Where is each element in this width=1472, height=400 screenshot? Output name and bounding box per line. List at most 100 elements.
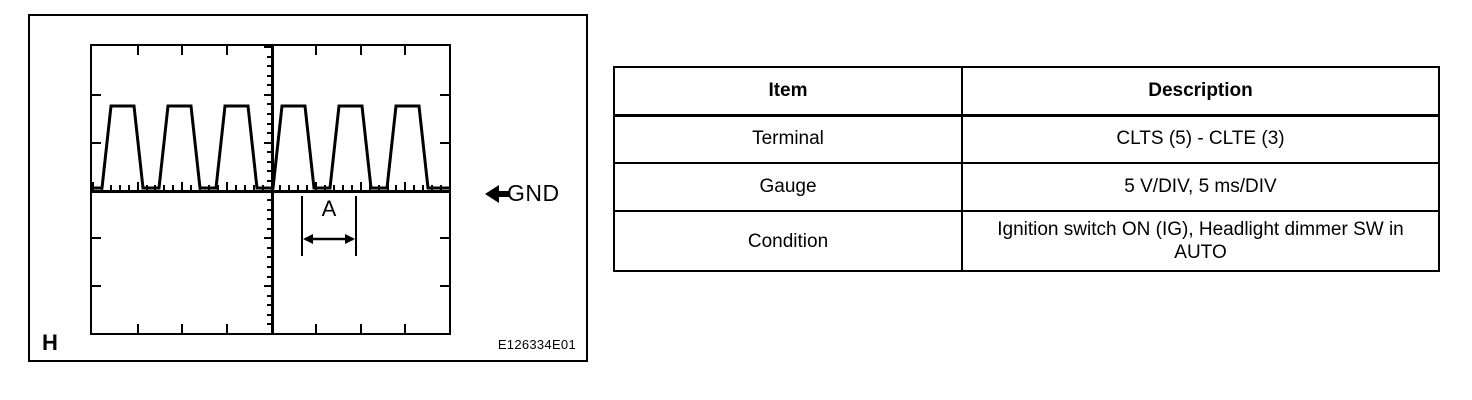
grid-tick-top bbox=[404, 46, 406, 55]
axis-fine-tick-x bbox=[235, 185, 237, 190]
axis-fine-tick-x bbox=[413, 185, 415, 190]
axis-fine-tick-x bbox=[440, 185, 442, 190]
table-row: Terminal CLTS (5) - CLTE (3) bbox=[613, 114, 1440, 164]
axis-fine-tick-x bbox=[351, 185, 353, 190]
axis-fine-tick-x bbox=[360, 182, 362, 190]
cell-item-terminal: Terminal bbox=[613, 114, 963, 164]
axis-fine-tick-x bbox=[288, 185, 290, 190]
axis-fine-tick-y bbox=[267, 170, 273, 172]
axis-fine-tick-y bbox=[267, 113, 273, 115]
left-arrow-icon bbox=[485, 184, 509, 203]
axis-fine-tick-x bbox=[422, 185, 424, 190]
grid-tick-left bbox=[92, 237, 101, 239]
axis-fine-tick-x bbox=[226, 182, 228, 190]
axis-fine-tick-y bbox=[267, 247, 273, 249]
grid-tick-right bbox=[440, 285, 449, 287]
axis-fine-tick-x bbox=[190, 185, 192, 190]
axis-fine-tick-x bbox=[395, 185, 397, 190]
grid-tick-bottom bbox=[315, 324, 317, 333]
period-left-boundary bbox=[301, 196, 303, 256]
axis-fine-tick-y bbox=[267, 304, 273, 306]
grid-tick-bottom bbox=[404, 324, 406, 333]
axis-fine-tick-x bbox=[387, 185, 389, 190]
axis-fine-tick-x bbox=[279, 185, 281, 190]
axis-fine-tick-y bbox=[267, 218, 273, 220]
axis-fine-tick-x bbox=[378, 185, 380, 190]
grid-tick-right bbox=[440, 142, 449, 144]
axis-fine-tick-y bbox=[267, 75, 273, 77]
grid-tick-top bbox=[181, 46, 183, 55]
axis-fine-tick-y bbox=[267, 323, 273, 325]
axis-fine-tick-y bbox=[267, 180, 273, 182]
axis-fine-tick-x bbox=[163, 185, 165, 190]
grid-tick-bottom bbox=[226, 324, 228, 333]
period-right-boundary bbox=[355, 196, 357, 256]
axis-fine-tick-x bbox=[306, 185, 308, 190]
grid-tick-top bbox=[360, 46, 362, 55]
axis-fine-tick-x bbox=[146, 185, 148, 190]
axis-fine-tick-y bbox=[267, 123, 273, 125]
axis-fine-tick-x bbox=[101, 185, 103, 190]
axis-fine-tick-x bbox=[217, 185, 219, 190]
axis-fine-tick-x bbox=[128, 185, 130, 190]
period-annotation: A bbox=[301, 196, 357, 256]
axis-fine-tick-x bbox=[92, 182, 94, 190]
axis-fine-tick-y bbox=[264, 285, 273, 287]
axis-fine-tick-x bbox=[449, 182, 451, 190]
axis-fine-tick-y bbox=[267, 151, 273, 153]
axis-fine-tick-x bbox=[208, 185, 210, 190]
axis-fine-tick-y bbox=[267, 65, 273, 67]
grid-tick-bottom bbox=[137, 324, 139, 333]
cell-description-condition: Ignition switch ON (IG), Headlight dimme… bbox=[961, 209, 1440, 273]
axis-fine-tick-y bbox=[264, 333, 273, 335]
axis-fine-tick-x bbox=[110, 185, 112, 190]
axis-fine-tick-y bbox=[264, 142, 273, 144]
grid-tick-right bbox=[440, 190, 449, 192]
cell-item-condition: Condition bbox=[613, 209, 963, 273]
grid-tick-left bbox=[92, 142, 101, 144]
axis-fine-tick-x bbox=[137, 182, 139, 190]
axis-fine-tick-x bbox=[262, 185, 264, 190]
axis-fine-tick-y bbox=[264, 237, 273, 239]
oscilloscope-figure-panel: A GND H E126334E01 bbox=[28, 14, 588, 362]
cell-item-gauge: Gauge bbox=[613, 162, 963, 212]
grid-tick-bottom bbox=[360, 324, 362, 333]
axis-fine-tick-x bbox=[431, 185, 433, 190]
axis-fine-tick-x bbox=[172, 185, 174, 190]
gnd-marker: GND bbox=[485, 182, 560, 205]
period-label: A bbox=[321, 196, 337, 221]
axis-fine-tick-y bbox=[267, 161, 273, 163]
period-double-arrow-icon bbox=[303, 234, 355, 244]
axis-fine-tick-x bbox=[119, 185, 121, 190]
axis-fine-tick-x bbox=[342, 185, 344, 190]
specification-table-container: Item Description Terminal CLTS (5) - CLT… bbox=[613, 66, 1440, 273]
axis-fine-tick-x bbox=[315, 182, 317, 190]
grid-tick-bottom bbox=[271, 324, 273, 333]
grid-tick-top bbox=[137, 46, 139, 55]
table-row: Gauge 5 V/DIV, 5 ms/DIV bbox=[613, 162, 1440, 212]
axis-fine-tick-y bbox=[267, 209, 273, 211]
table-header-row: Item Description bbox=[613, 66, 1440, 116]
axis-fine-tick-x bbox=[404, 182, 406, 190]
axis-fine-tick-y bbox=[264, 94, 273, 96]
axis-fine-tick-y bbox=[264, 46, 273, 48]
grid-tick-right bbox=[440, 237, 449, 239]
axis-fine-tick-x bbox=[297, 185, 299, 190]
axis-fine-tick-x bbox=[324, 185, 326, 190]
specification-table: Item Description Terminal CLTS (5) - CLT… bbox=[613, 66, 1440, 273]
column-header-description: Description bbox=[961, 66, 1440, 116]
axis-fine-tick-y bbox=[267, 132, 273, 134]
grid-tick-bottom bbox=[181, 324, 183, 333]
axis-fine-tick-y bbox=[267, 256, 273, 258]
grid-tick-left bbox=[92, 94, 101, 96]
grid-tick-top bbox=[315, 46, 317, 55]
grid-tick-right bbox=[440, 94, 449, 96]
axis-fine-tick-y bbox=[267, 314, 273, 316]
column-header-item: Item bbox=[613, 66, 963, 116]
cell-description-terminal: CLTS (5) - CLTE (3) bbox=[961, 114, 1440, 164]
axis-fine-tick-y bbox=[267, 295, 273, 297]
oscilloscope-grid: A bbox=[90, 44, 451, 335]
axis-fine-tick-x bbox=[154, 185, 156, 190]
gnd-axis-line bbox=[92, 190, 449, 193]
grid-tick-top bbox=[226, 46, 228, 55]
